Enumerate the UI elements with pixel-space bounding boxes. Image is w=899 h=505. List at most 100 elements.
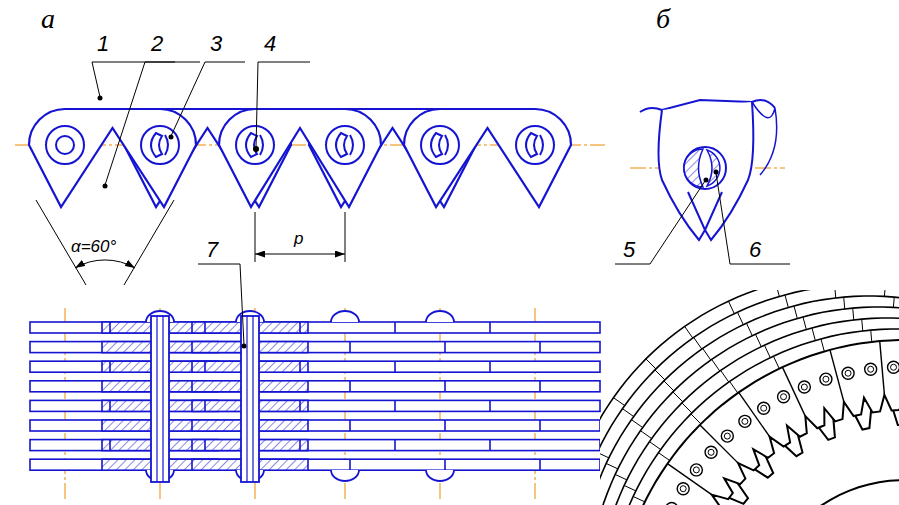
chain-top-view <box>539 420 541 431</box>
chain-top-view <box>204 322 206 333</box>
chain-side-view <box>29 109 196 207</box>
sprocket-sketch <box>845 370 851 376</box>
sprocket-sketch <box>761 405 767 411</box>
chain-side-view <box>326 126 364 164</box>
leader-dot <box>253 146 259 152</box>
chain-side-view <box>431 133 442 157</box>
sprocket-sketch <box>820 373 832 385</box>
chain-top-view <box>30 440 600 451</box>
chain-top-view <box>444 381 446 392</box>
chain-side-view <box>56 136 74 154</box>
chain-top-view <box>539 459 541 470</box>
sprocket-sketch <box>666 503 678 505</box>
leader-line <box>75 260 135 268</box>
sprocket-sketch <box>830 350 844 402</box>
chain-side-view <box>516 126 554 164</box>
sprocket-sketch <box>742 418 748 424</box>
chain-top-view <box>204 440 206 451</box>
chain-top-view <box>109 322 111 333</box>
joint-detail <box>659 102 754 240</box>
sprocket-sketch <box>891 364 897 370</box>
pitch-dimension: p <box>293 230 304 249</box>
sprocket-sketch <box>690 464 702 476</box>
joint-detail <box>684 149 703 187</box>
chain-top-view <box>252 316 253 482</box>
sprocket-sketch <box>700 425 738 463</box>
chain-side-view <box>246 133 257 157</box>
leader-dot <box>98 96 260 349</box>
chain-top-view <box>30 311 600 482</box>
leader-line <box>716 173 790 264</box>
chain-top-view <box>331 470 359 481</box>
joint-detail <box>640 100 777 240</box>
angle-dimension: α=60° <box>70 238 117 257</box>
chain-top-view <box>162 316 163 482</box>
chain-top-view <box>109 400 111 411</box>
sprocket-sketch <box>781 394 787 400</box>
sprocket-sketch <box>739 415 751 427</box>
leader-line <box>36 62 790 345</box>
joint-detail <box>707 150 720 186</box>
chain-top-view <box>426 311 454 322</box>
sprocket-sketch <box>739 392 770 436</box>
callout-number: 2 <box>150 32 164 56</box>
chain-top-view <box>349 420 351 431</box>
callout-number: 7 <box>205 238 219 262</box>
sprocket-sketch <box>801 384 807 390</box>
leader-dot <box>103 184 108 189</box>
chain-top-view <box>489 361 491 372</box>
leader-dot <box>98 96 103 101</box>
chain-top-view <box>204 400 206 411</box>
chain-top-view <box>394 400 396 411</box>
joint-detail <box>752 102 777 175</box>
chain-top-view <box>30 459 600 470</box>
chain-top-view <box>30 381 600 392</box>
chain-top-view <box>394 361 396 372</box>
chain-top-view <box>30 361 600 372</box>
chain-side-view <box>404 109 571 207</box>
chain-top-view <box>489 322 491 333</box>
chain-top-view <box>109 440 111 451</box>
sprocket-sketch <box>625 340 899 505</box>
chain-side-view <box>219 109 381 207</box>
sprocket-sketch <box>865 363 877 375</box>
chain-top-view <box>246 316 247 482</box>
chain-top-view <box>539 342 541 353</box>
sprocket-sketch <box>798 381 810 393</box>
callout-number: 1 <box>96 32 110 56</box>
leader-line <box>255 254 345 255</box>
chain-top-view <box>156 316 157 482</box>
chain-side-view <box>540 135 543 155</box>
sprocket-sketch <box>708 449 714 455</box>
chain-side-view <box>336 133 347 157</box>
sprocket-sketch <box>880 341 885 395</box>
sprocket-sketch <box>677 483 689 495</box>
chain-side-view <box>29 109 571 207</box>
callout-number: 6 <box>748 238 762 262</box>
chain-top-view <box>349 459 351 470</box>
chain-top-view <box>109 361 111 372</box>
sprocket-sketch <box>758 402 770 414</box>
sprocket-sketch <box>600 290 899 505</box>
leader-line <box>255 212 345 262</box>
sprocket-sketch <box>823 376 829 382</box>
leader-dot <box>242 344 247 349</box>
sprocket-sketch <box>680 486 686 492</box>
chain-side-view <box>151 133 162 157</box>
chain-top-view <box>539 381 541 392</box>
chain-top-view <box>444 459 446 470</box>
chain-top-view <box>151 316 169 482</box>
callout-number: 5 <box>622 238 636 262</box>
leader-line <box>256 62 310 148</box>
chain-top-view <box>489 440 491 451</box>
sprocket-sketch <box>724 433 730 439</box>
sprocket-sketch <box>705 446 717 458</box>
sprocket-sketch <box>721 430 733 442</box>
leader-line <box>92 62 175 97</box>
joint-detail <box>688 192 722 230</box>
chain-top-view <box>30 322 600 333</box>
chain-top-view <box>204 361 206 372</box>
chain-top-view <box>349 381 351 392</box>
chain-top-view <box>30 420 600 431</box>
